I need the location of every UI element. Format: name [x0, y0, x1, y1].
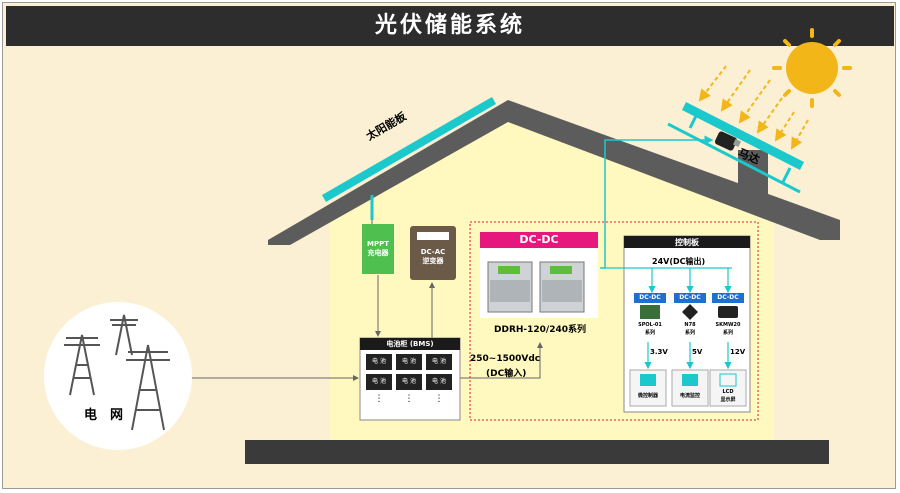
- battery-cell: 电 池: [426, 354, 452, 370]
- chimney: [738, 150, 768, 205]
- converter-3-load-line2: 显示屏: [720, 397, 736, 403]
- dc-input-range: 250~1500Vdc: [470, 354, 541, 364]
- sun-icon: [772, 28, 852, 108]
- diagram-title: 光伏储能系统: [6, 6, 894, 46]
- lcd-load-box: [709, 369, 747, 407]
- converter-1-series: 系列: [644, 330, 655, 336]
- battery-ellipsis: ⋮: [374, 394, 384, 404]
- dcdc-module-icon: [487, 261, 585, 313]
- battery-cell: 电 池: [396, 354, 422, 370]
- converter-3-series: 系列: [722, 330, 733, 336]
- converter-1-load: 微控制器: [637, 393, 658, 399]
- solar-panel-right: [667, 102, 804, 194]
- converter-3-load-line1: LCD: [722, 389, 734, 395]
- converter-1-header: DC-DC: [634, 293, 666, 303]
- converter-2-model: N78: [684, 322, 696, 328]
- dcdc-model: DDRH-120/240系列: [494, 325, 586, 335]
- battery-cell: 电 池: [426, 374, 452, 390]
- battery-cell: 电 池: [396, 374, 422, 390]
- converter-3-voltage: 12V: [730, 348, 746, 356]
- mppt-charger: MPPT 充电器: [362, 224, 394, 274]
- battery-cells: 电 池 电 池 电 池 电 池 电 池 电 池 ⋮ ⋮ ⋮: [366, 354, 454, 414]
- sun-rays: [698, 65, 809, 150]
- chip-icon: [640, 374, 656, 386]
- converter-1-model: SPOL-01: [638, 322, 662, 328]
- battery-ellipsis: ⋮: [434, 394, 444, 404]
- n78-module-icon: [682, 304, 698, 320]
- motor-feed-line: [600, 135, 714, 269]
- battery-header: 电池柜 (BMS): [386, 340, 434, 348]
- dcdc-header: DC-DC: [480, 232, 598, 248]
- converter-3-model: SKMW20: [715, 322, 741, 328]
- grid-label: 电 网: [84, 408, 124, 423]
- battery-cell: 电 池: [366, 374, 392, 390]
- battery-ellipsis: ⋮: [404, 394, 414, 404]
- converter-2-series: 系列: [684, 330, 695, 336]
- inverter: DC-AC 逆变器: [410, 226, 456, 280]
- converter-2-load: 电流监控: [679, 393, 700, 399]
- power-tower-icon: [64, 314, 170, 431]
- dc-input-label: (DC输入): [486, 369, 527, 379]
- motor-icon: [714, 131, 741, 151]
- house-foundation: [245, 440, 829, 464]
- control-board-header: 控制板: [675, 238, 699, 247]
- spol-module-icon: [640, 305, 660, 319]
- converter-2-voltage: 5V: [692, 348, 703, 356]
- power-region-outline: [469, 221, 759, 421]
- solar-panel-left: [322, 97, 496, 220]
- skmw-module-icon: [718, 306, 738, 318]
- converter-1-voltage: 3.3V: [650, 348, 668, 356]
- bus-voltage-label: 24V(DC输出): [652, 257, 706, 266]
- control-board-header-bg: [624, 236, 750, 248]
- converter-3-header: DC-DC: [712, 293, 744, 303]
- converter-2-header: DC-DC: [674, 293, 706, 303]
- house-roof: [268, 100, 840, 245]
- lcd-icon: [719, 373, 737, 387]
- battery-cell: 电 池: [366, 354, 392, 370]
- monitor-icon: [682, 374, 698, 386]
